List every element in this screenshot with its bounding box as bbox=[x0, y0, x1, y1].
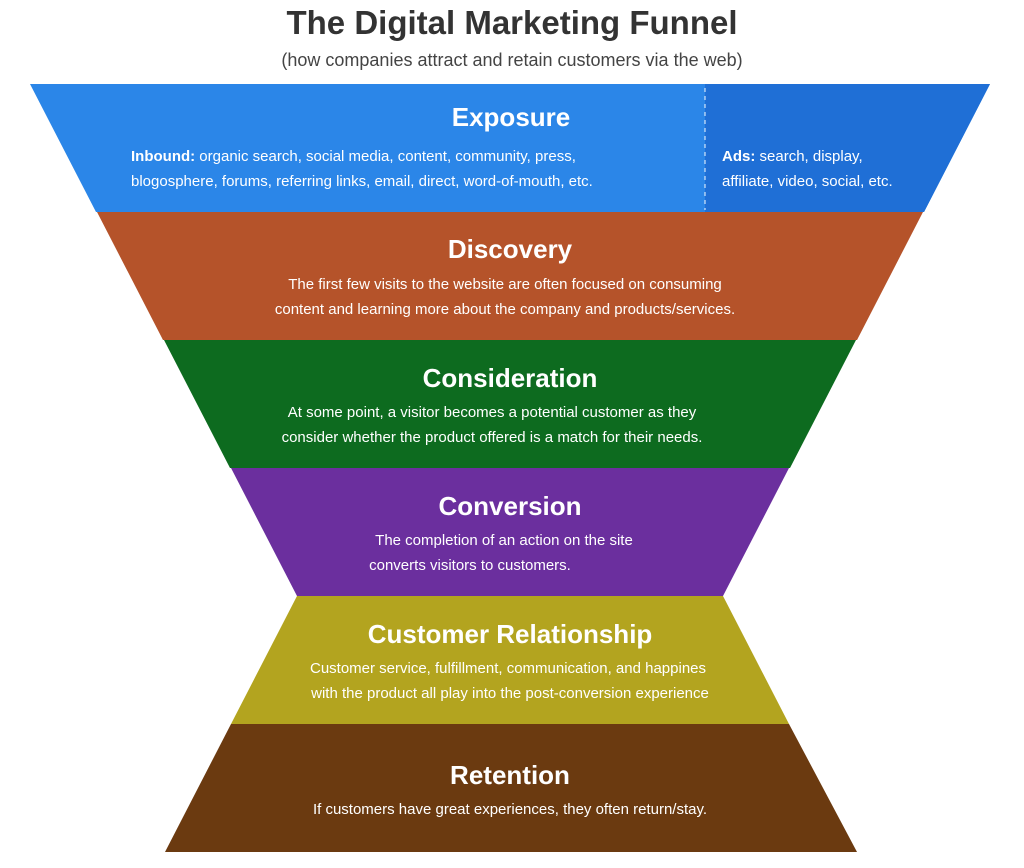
page-subtitle: (how companies attract and retain custom… bbox=[281, 50, 743, 70]
stage-retention-line-1: If customers have great experiences, the… bbox=[313, 801, 707, 818]
stage-customer-relationship-shape bbox=[231, 596, 789, 724]
stage-discovery-heading: Discovery bbox=[448, 234, 573, 264]
page-title: The Digital Marketing Funnel bbox=[286, 4, 738, 41]
exposure-ads-label: Ads: bbox=[722, 148, 755, 165]
stage-exposure-ads-shape bbox=[705, 84, 990, 212]
stage-discovery: Discovery The first few visits to the we… bbox=[97, 212, 923, 340]
stage-retention-heading: Retention bbox=[450, 760, 570, 790]
stage-consideration-line-1: At some point, a visitor becomes a poten… bbox=[288, 404, 697, 421]
stage-conversion-heading: Conversion bbox=[438, 491, 581, 521]
stage-conversion-line-2: converts visitors to customers. bbox=[369, 557, 571, 574]
stage-customer-relationship-line-1: Customer service, fulfillment, communica… bbox=[310, 660, 706, 677]
exposure-inbound-label: Inbound: bbox=[131, 148, 195, 165]
stage-customer-relationship: Customer Relationship Customer service, … bbox=[231, 596, 789, 724]
stage-consideration-shape bbox=[164, 340, 856, 468]
stage-customer-relationship-line-2: with the product all play into the post-… bbox=[310, 685, 709, 702]
stage-conversion: Conversion The completion of an action o… bbox=[231, 468, 789, 596]
exposure-inbound-line-2: blogosphere, forums, referring links, em… bbox=[131, 173, 593, 190]
stage-customer-relationship-heading: Customer Relationship bbox=[368, 619, 653, 649]
exposure-inbound-text-1: organic search, social media, content, c… bbox=[195, 148, 576, 165]
exposure-ads-text-1: search, display, bbox=[755, 148, 862, 165]
stage-discovery-line-1: The first few visits to the website are … bbox=[288, 276, 722, 293]
stage-conversion-shape bbox=[231, 468, 789, 596]
stage-retention: Retention If customers have great experi… bbox=[165, 724, 857, 852]
stage-consideration-line-2: consider whether the product offered is … bbox=[282, 429, 703, 446]
stage-retention-shape bbox=[165, 724, 857, 852]
exposure-ads-line-2: affiliate, video, social, etc. bbox=[722, 173, 893, 190]
stage-consideration: Consideration At some point, a visitor b… bbox=[164, 340, 856, 468]
exposure-inbound-line-1: Inbound: organic search, social media, c… bbox=[131, 148, 576, 165]
stage-consideration-heading: Consideration bbox=[423, 363, 598, 393]
stage-exposure-heading: Exposure bbox=[452, 102, 571, 132]
exposure-ads-line-1: Ads: search, display, bbox=[722, 148, 863, 165]
stage-discovery-shape bbox=[97, 212, 923, 340]
stage-discovery-line-2: content and learning more about the comp… bbox=[275, 301, 735, 318]
stage-conversion-line-1: The completion of an action on the site bbox=[375, 532, 633, 549]
stage-exposure: Exposure Inbound: organic search, social… bbox=[30, 84, 990, 212]
